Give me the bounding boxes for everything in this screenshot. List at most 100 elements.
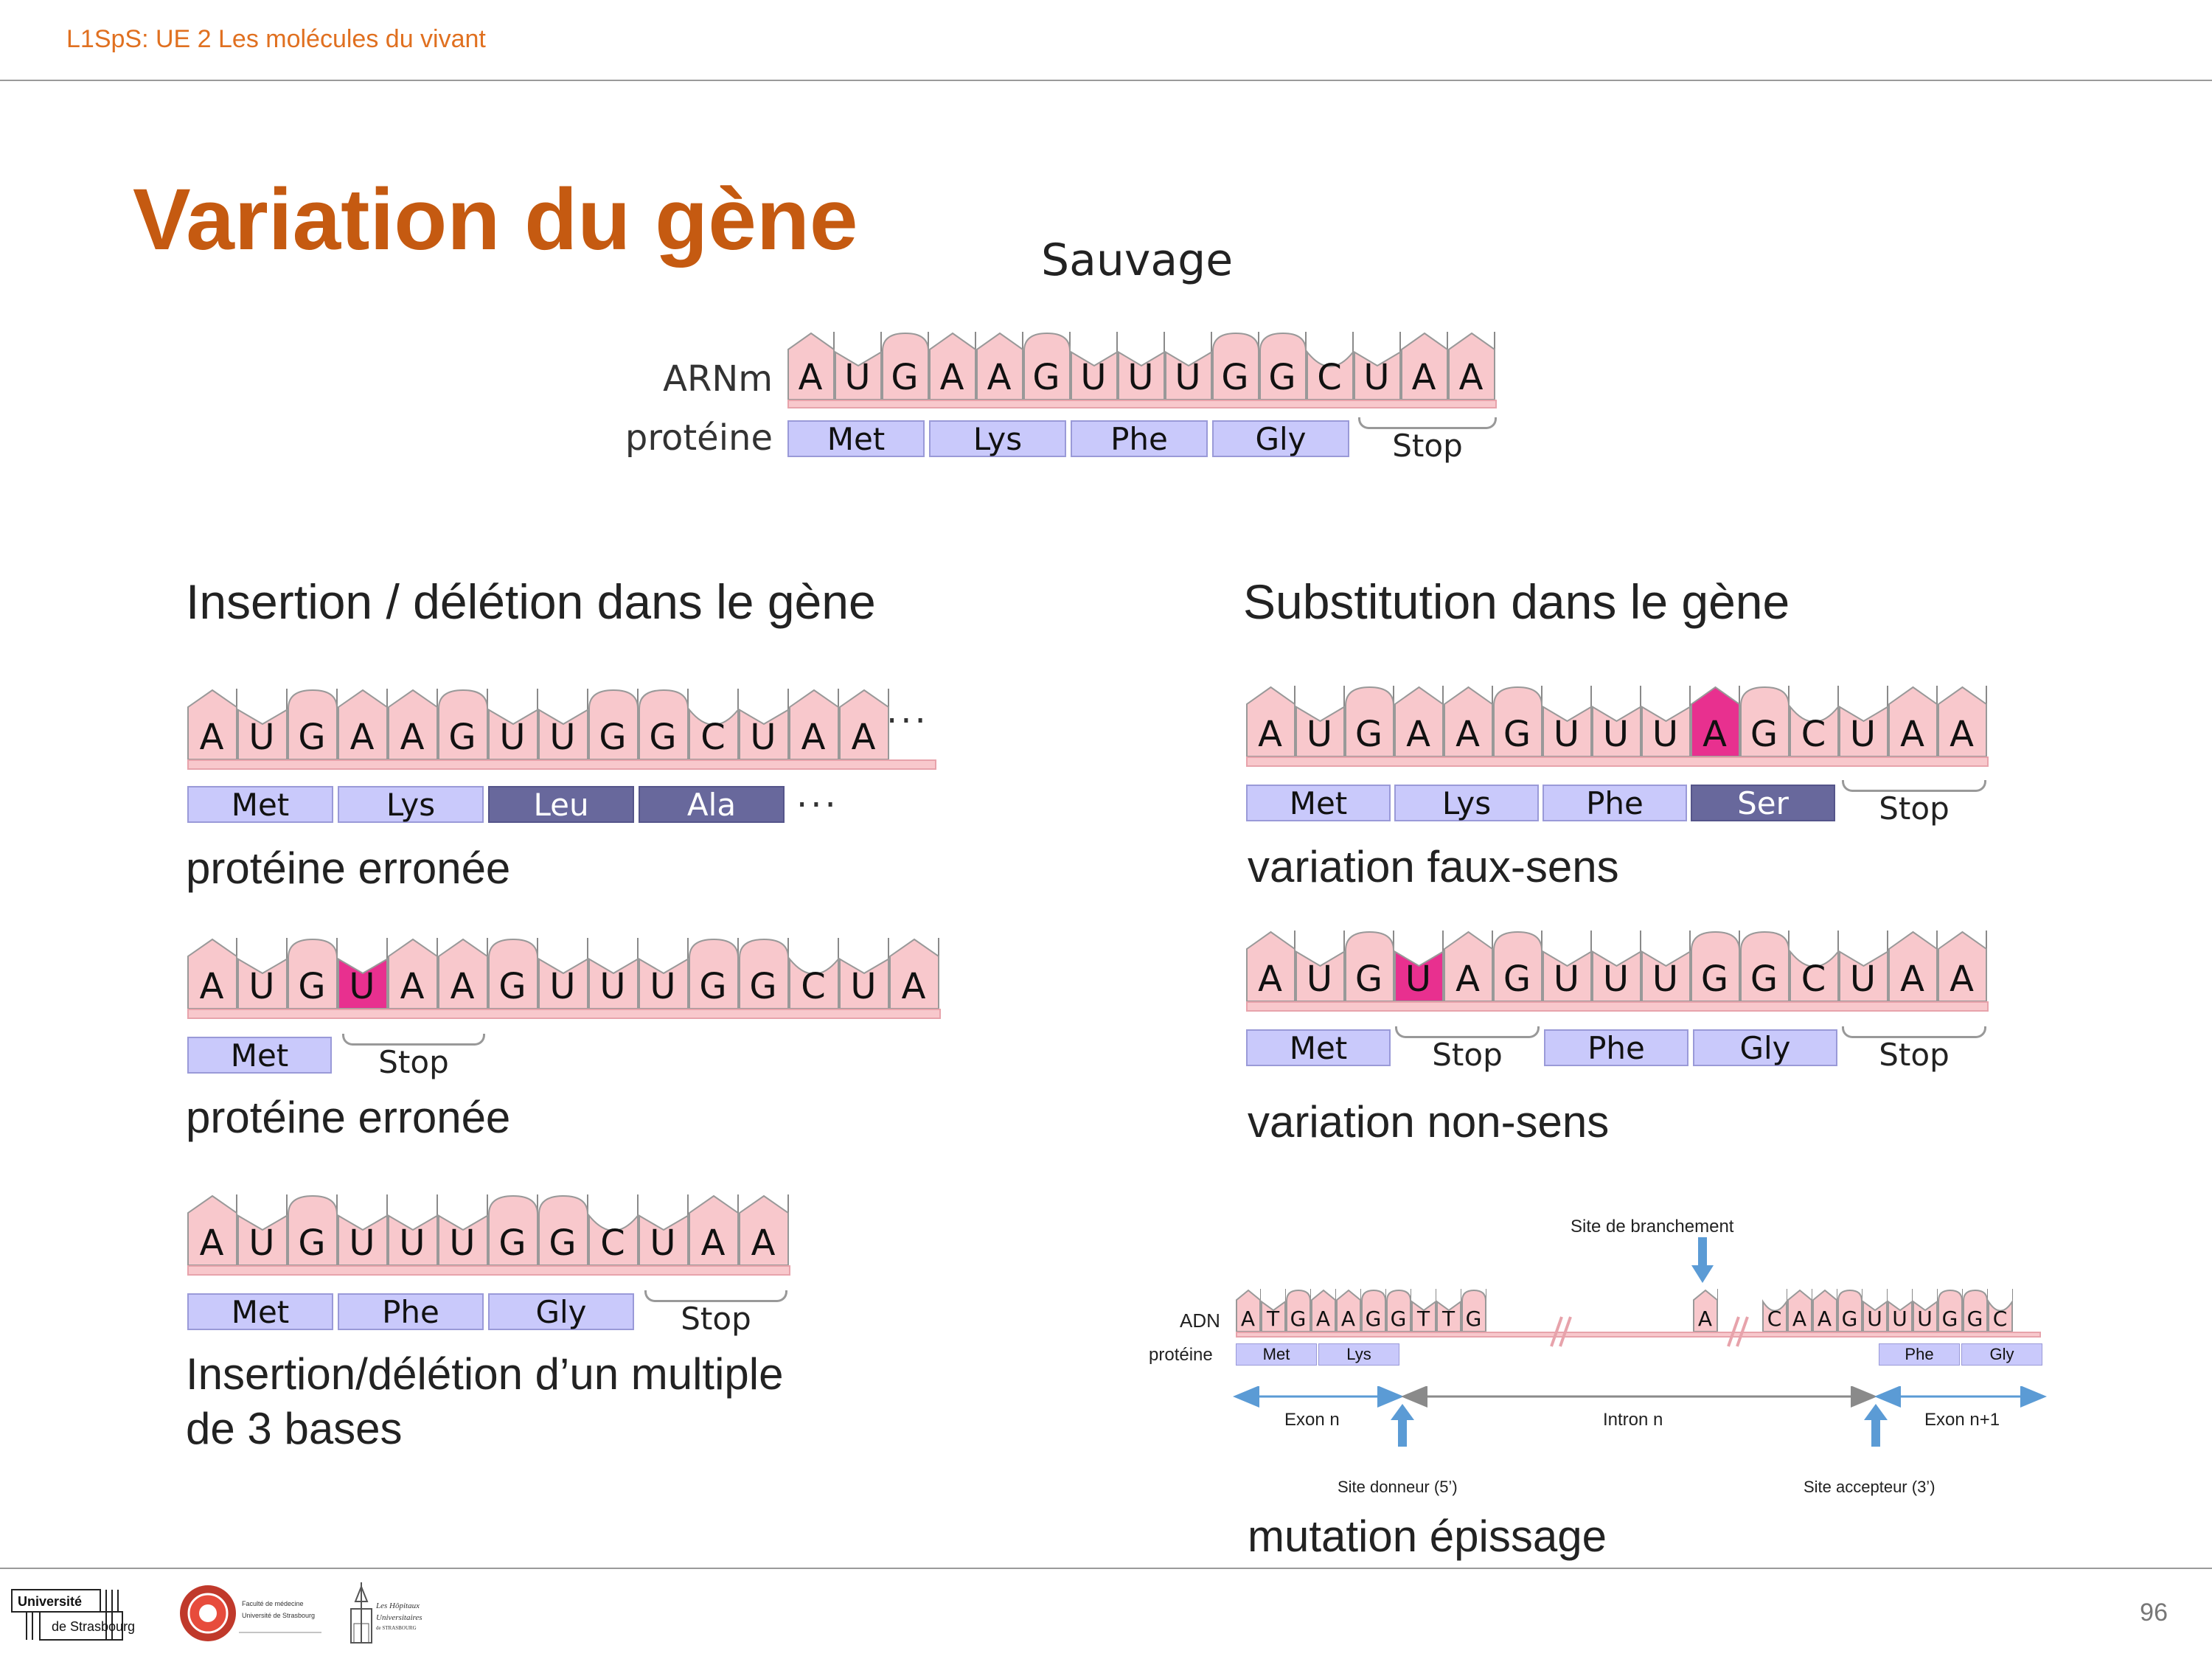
stop-label: Stop <box>1879 790 1950 827</box>
nucleotide: U <box>1295 686 1345 757</box>
nucleotide-letter: G <box>448 717 476 758</box>
amino-acid-box: Met <box>187 786 333 823</box>
multiple-of-three-caption-line1: Insertion/délétion d’un multiple <box>186 1349 784 1399</box>
nucleotide-letter: U <box>1602 959 1630 1000</box>
nucleotide: G <box>1938 1289 1963 1332</box>
nucleotide: G <box>538 1194 588 1265</box>
amino-acid-box: Phe <box>1544 1029 1688 1066</box>
nucleotide-letter: U <box>1602 714 1630 755</box>
rna-backbone <box>787 400 1497 408</box>
amino-acid-box: Phe <box>1879 1343 1960 1366</box>
amino-acid-box: Met <box>187 1293 333 1330</box>
nucleotide-letter: G <box>1503 959 1531 1000</box>
nucleotide: U <box>1641 686 1691 757</box>
nucleotide-letter: U <box>549 966 576 1007</box>
protein-label: protéine <box>625 417 773 459</box>
nucleotide-letter: U <box>1849 959 1877 1000</box>
amino-acid-box: Gly <box>1961 1343 2042 1366</box>
indel-heading: Insertion / délétion dans le gène <box>186 574 876 629</box>
nucleotide: C <box>789 938 839 1009</box>
splicing-caption: mutation épissage <box>1248 1512 1607 1561</box>
nucleotide-letter: A <box>700 1222 726 1264</box>
intron-n-label: Intron n <box>1603 1410 1663 1430</box>
nucleotide: A <box>187 938 237 1009</box>
nucleotide: U <box>1913 1289 1938 1332</box>
nucleotide-letter: U <box>850 966 877 1007</box>
nucleotide-letter: A <box>450 966 475 1007</box>
amino-acid-box: Lys <box>929 420 1066 457</box>
nucleotide-letter: G <box>298 966 326 1007</box>
amino-acid-box: Gly <box>1693 1029 1837 1066</box>
nucleotide: U <box>588 938 639 1009</box>
protein-ellipsis: ··· <box>796 785 839 826</box>
nucleotide-letter: C <box>1317 357 1342 398</box>
nucleotide-letter: U <box>1867 1307 1882 1331</box>
hospital-logo-line1: Les Hôpitaux <box>376 1601 420 1610</box>
nucleotide: G <box>1212 332 1259 400</box>
nucleotide: C <box>588 1194 639 1265</box>
nucleotide: U <box>1863 1289 1888 1332</box>
amino-acid-box: Lys <box>1318 1343 1399 1366</box>
nucleotide: G <box>588 689 639 759</box>
nucleotide: U <box>1354 332 1401 400</box>
nucleotide: U <box>1888 1289 1913 1332</box>
nucleotide-letter: A <box>199 1222 224 1264</box>
splice-protein-label: protéine <box>1149 1345 1213 1365</box>
nucleotide-letter: A <box>199 717 224 758</box>
amino-acid-box: Lys <box>338 786 484 823</box>
nucleotide: G <box>1386 1289 1411 1332</box>
footer-divider <box>0 1568 2212 1569</box>
nucleotide-letter: U <box>650 966 676 1007</box>
nucleotide: U <box>839 938 889 1009</box>
nucleotide-letter: G <box>1841 1307 1858 1331</box>
rna-backbone <box>1236 1332 2041 1338</box>
nucleotide: U <box>538 938 588 1009</box>
nucleotide: A <box>1246 686 1295 757</box>
nucleotide: C <box>1762 1289 1787 1332</box>
nucleotide-letter: A <box>1817 1307 1832 1331</box>
nucleotide: U <box>835 332 882 400</box>
nucleotide: U <box>739 689 789 759</box>
nucleotide-letter: U <box>1363 357 1390 398</box>
nucleotide-letter: U <box>1652 714 1679 755</box>
nucleotide: U <box>237 1194 288 1265</box>
nucleotide-letter: U <box>1553 959 1580 1000</box>
nucleotide: G <box>639 689 689 759</box>
nucleotide-letter: A <box>1950 959 1974 1000</box>
stop-codon-brace <box>1358 417 1497 429</box>
faculty-logo: Faculté de médecine Université de Strasb… <box>177 1582 324 1646</box>
nucleotide: U <box>1543 686 1592 757</box>
nucleotide: A <box>187 689 237 759</box>
amino-acid-box: Met <box>187 1037 332 1074</box>
branch-site-arrow-icon <box>1691 1237 1714 1283</box>
nucleotide: A <box>787 332 835 400</box>
nucleotide: C <box>1790 686 1839 757</box>
nucleotide: C <box>1988 1289 2013 1332</box>
nucleotide-letter: G <box>1390 1307 1407 1331</box>
nucleotide-letter: A <box>1340 1307 1356 1331</box>
nucleotide: C <box>1790 931 1839 1001</box>
splice-region-arrows <box>1233 1386 2047 1447</box>
nucleotide: G <box>488 938 538 1009</box>
substitution-heading: Substitution dans le gène <box>1243 574 1790 629</box>
nucleotide: U <box>338 1194 388 1265</box>
nucleotide-letter: A <box>1703 714 1727 755</box>
nucleotide: C <box>1307 332 1354 400</box>
amino-acid-box: Met <box>1236 1343 1317 1366</box>
rna-backbone <box>187 1009 941 1019</box>
nucleotide: A <box>338 689 388 759</box>
nucleotide-letter: G <box>1290 1307 1307 1331</box>
sequence-break-mark <box>1550 1316 1572 1347</box>
mutated-nucleotide: A <box>1691 686 1740 757</box>
nucleotide-letter: U <box>1553 714 1580 755</box>
nucleotide-letter: A <box>851 717 876 758</box>
nucleotide: G <box>1837 1289 1863 1332</box>
nucleotide-letter: C <box>1801 959 1826 1000</box>
nucleotide-letter: A <box>400 717 425 758</box>
nucleotide: T <box>1436 1289 1461 1332</box>
stop-label: Stop <box>681 1301 751 1337</box>
nucleotide: A <box>388 938 438 1009</box>
